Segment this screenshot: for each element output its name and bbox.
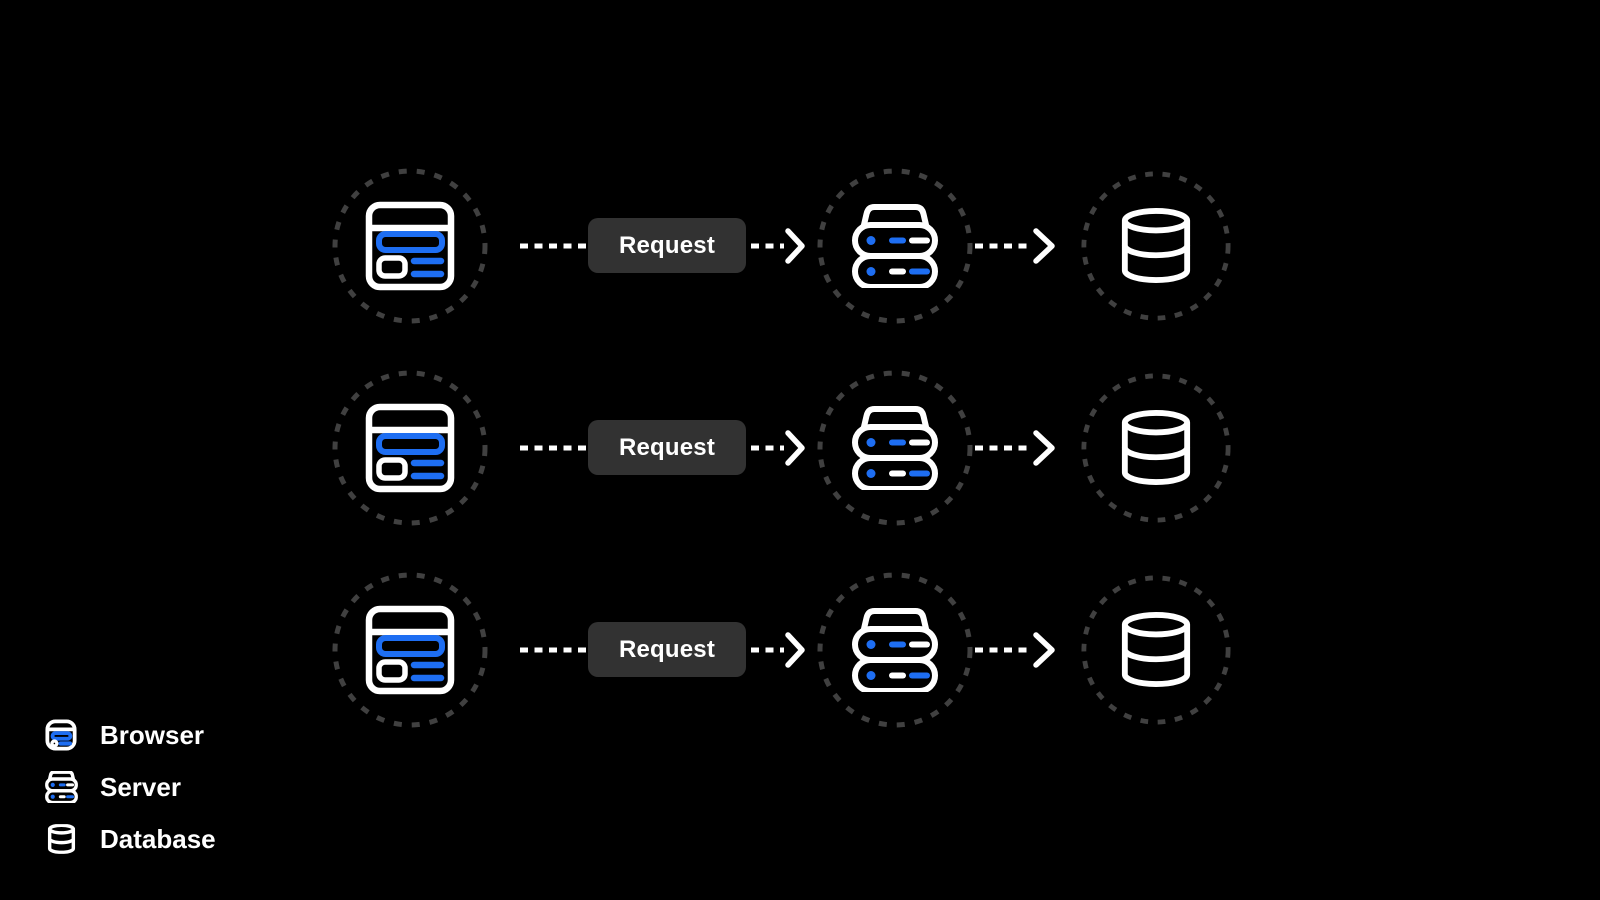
browser-node [332, 572, 488, 728]
dashed-arrow [751, 228, 805, 264]
arrowhead-icon [1033, 632, 1055, 668]
legend-label: Browser [100, 720, 205, 750]
dashed-arrow [975, 632, 1055, 668]
database-icon [1119, 612, 1193, 688]
legend-label: Server [100, 772, 181, 802]
server-node [817, 572, 973, 728]
server-icon [852, 406, 938, 490]
database-node [1081, 171, 1231, 321]
arrowhead-icon [1033, 228, 1055, 264]
dashed-arrow [751, 632, 805, 668]
dashed-connector [520, 647, 588, 653]
browser-icon [44, 719, 78, 751]
dashed-connector [520, 243, 588, 249]
flow-row: Request [0, 572, 1600, 728]
legend-item-server: Server [44, 771, 216, 803]
arrowhead-icon [785, 430, 805, 466]
database-icon [44, 824, 78, 854]
legend: Browser Server Database [44, 719, 216, 855]
browser-node [332, 370, 488, 526]
dashed-arrow [751, 430, 805, 466]
request-button[interactable]: Request [588, 420, 746, 475]
database-icon [1119, 208, 1193, 284]
server-node [817, 168, 973, 324]
database-icon [1119, 410, 1193, 486]
arrowhead-icon [785, 632, 805, 668]
browser-icon [365, 605, 455, 695]
database-node [1081, 575, 1231, 725]
database-node [1081, 373, 1231, 523]
flow-row: Request [0, 168, 1600, 324]
request-button[interactable]: Request [588, 622, 746, 677]
dashed-connector [520, 445, 588, 451]
server-icon [852, 204, 938, 288]
arrowhead-icon [785, 228, 805, 264]
server-icon [852, 608, 938, 692]
legend-label: Database [100, 824, 216, 854]
browser-node [332, 168, 488, 324]
browser-icon [365, 403, 455, 493]
request-button[interactable]: Request [588, 218, 746, 273]
arrowhead-icon [1033, 430, 1055, 466]
legend-item-database: Database [44, 823, 216, 855]
dashed-arrow [975, 430, 1055, 466]
flow-row: Request [0, 370, 1600, 526]
server-node [817, 370, 973, 526]
server-icon [44, 771, 78, 803]
legend-item-browser: Browser [44, 719, 216, 751]
browser-icon [365, 201, 455, 291]
dashed-arrow [975, 228, 1055, 264]
